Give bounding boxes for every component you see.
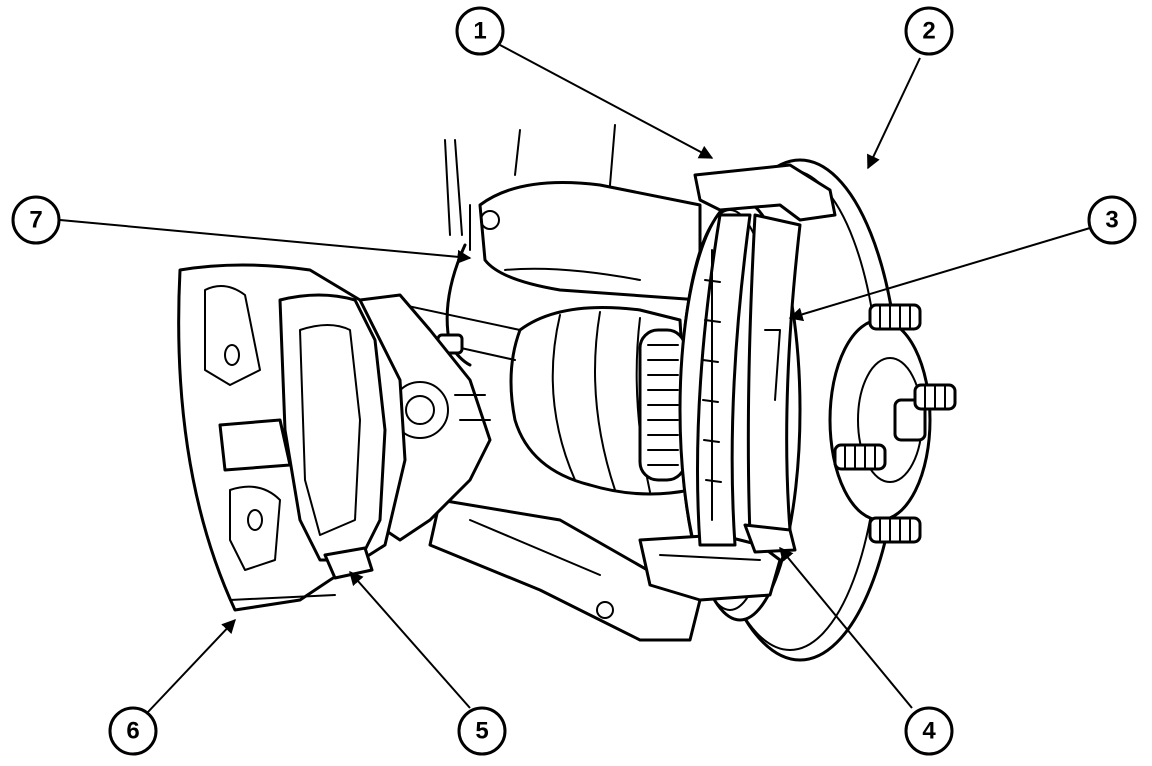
- inner-brake-pad: [696, 213, 752, 547]
- leader-3: [788, 227, 1091, 322]
- suspension-arm-upper: [469, 181, 702, 302]
- callout-2-label: 2: [922, 18, 935, 45]
- callout-2: 2: [904, 6, 954, 56]
- callout-1: 1: [455, 6, 505, 56]
- leader-5: [349, 570, 471, 709]
- leader-6: [147, 618, 236, 713]
- leader-lines: [59, 44, 1091, 713]
- caliper-inner-pad: [278, 293, 387, 580]
- pad-clip: [743, 523, 797, 554]
- leader-1: [499, 44, 714, 159]
- callout-1-label: 1: [473, 18, 486, 45]
- callout-5-label: 5: [475, 718, 488, 745]
- lower-control-arm: [428, 498, 702, 642]
- wheel-hub: [828, 318, 932, 522]
- callout-5: 5: [457, 706, 507, 756]
- callout-3: 3: [1087, 195, 1137, 245]
- callout-4: 4: [904, 706, 954, 756]
- wheel-studs: [833, 303, 957, 544]
- leader-2: [867, 57, 921, 170]
- callout-7: 7: [11, 195, 61, 245]
- leader-7: [59, 219, 472, 264]
- caliper-bracket: [638, 163, 837, 602]
- callout-6-label: 6: [126, 718, 139, 745]
- callout-7-label: 7: [29, 207, 42, 234]
- abs-tone-ring: [638, 328, 687, 482]
- spring-lines: [444, 124, 616, 236]
- callout-3-label: 3: [1105, 207, 1118, 234]
- callout-4-label: 4: [922, 718, 936, 745]
- leader-4: [779, 546, 913, 709]
- callout-6: 6: [108, 706, 158, 756]
